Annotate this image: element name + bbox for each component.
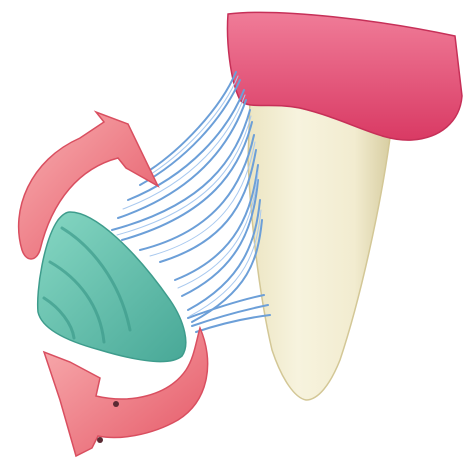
- tooth-root: [248, 100, 390, 400]
- rotation-cone: [38, 212, 186, 362]
